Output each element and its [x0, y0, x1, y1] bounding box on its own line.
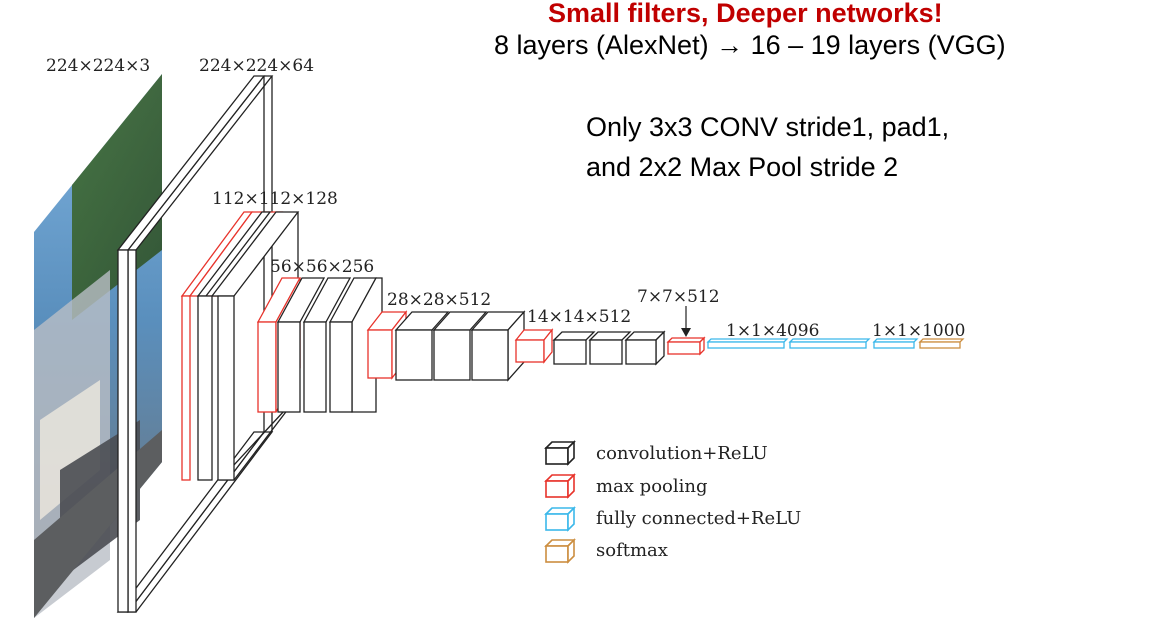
dim-label-fc: 1×1×4096 [726, 321, 819, 341]
legend-swatch-conv [546, 448, 568, 464]
slide-headline: Small filters, Deeper networks! [548, 0, 943, 29]
dim-label-pool5: 7×7×512 [637, 287, 720, 307]
legend-item-softmax: softmax [546, 540, 668, 562]
conv-rule-note-line1: Only 3x3 CONV stride1, pad1, [586, 112, 949, 143]
block-3 [258, 278, 382, 412]
legend-label-conv: convolution+ReLU [596, 443, 768, 464]
dim-label-conv5: 14×14×512 [527, 307, 631, 327]
block-5 [516, 330, 664, 364]
conv-rule-note-line2: and 2x2 Max Pool stride 2 [586, 152, 898, 183]
legend-label-fc: fully connected+ReLU [596, 508, 801, 529]
pool-5 [668, 306, 704, 354]
legend-swatch-pool [546, 481, 568, 497]
block-4 [368, 312, 524, 380]
dim-label-input: 224×224×3 [46, 56, 150, 76]
legend-item-conv: convolution+ReLU [546, 442, 768, 464]
legend-item-fc: fully connected+ReLU [546, 508, 801, 530]
dim-label-conv4: 28×28×512 [387, 290, 491, 310]
legend-label-pool: max pooling [596, 476, 708, 497]
legend-item-pool: max pooling [546, 475, 708, 497]
dim-label-conv1: 224×224×64 [199, 56, 314, 76]
legend-swatch-fc [546, 514, 568, 530]
legend-swatch-softmax [546, 546, 568, 562]
legend: convolution+ReLU max pooling fully conne… [546, 442, 801, 562]
dim-label-output: 1×1×1000 [872, 321, 965, 341]
input-image [34, 74, 162, 618]
dim-label-conv3: 56×56×256 [270, 257, 374, 277]
dim-label-conv2: 112×112×128 [212, 189, 338, 209]
slide-subheadline: 8 layers (AlexNet) → 16 – 19 layers (VGG… [494, 30, 1006, 61]
legend-label-softmax: softmax [596, 540, 668, 561]
